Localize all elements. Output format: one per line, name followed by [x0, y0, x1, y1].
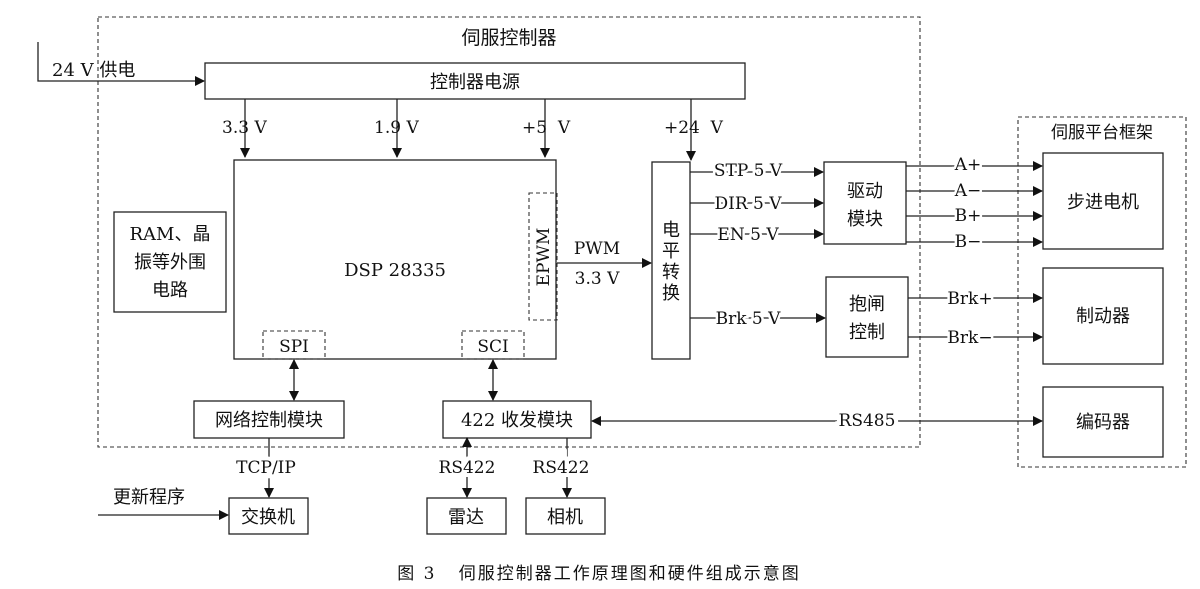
epwm-label: EPWM [534, 228, 554, 287]
spi-label: SPI [279, 337, 309, 357]
brake-label: 制动器 [1076, 306, 1130, 327]
dsp-label: DSP 28335 [344, 260, 446, 281]
radar-label: 雷达 [448, 507, 484, 528]
switch-box [228, 497, 309, 535]
servo-platform-title: 伺服平台框架 [1051, 123, 1153, 143]
drive-module-box [823, 161, 907, 245]
ram-peripheral-box [113, 211, 227, 313]
rs422-camera-label: RS422 [533, 458, 590, 478]
brk-plus-label: Brk+ [947, 289, 992, 309]
en-label: EN 5 V [717, 225, 779, 245]
switch-label: 交换机 [241, 507, 295, 528]
rail-1v9-label: 1.9 V [374, 118, 419, 138]
level-shifter-box [651, 161, 691, 360]
controller-power-box [204, 62, 746, 100]
drive-module-line1: 驱动 [847, 181, 883, 202]
phase-b-plus-label: B+ [955, 206, 982, 226]
rail-24v-label: +24 V [664, 118, 724, 138]
brake-control-line2: 控制 [849, 322, 885, 343]
phase-a-plus-label: A+ [954, 155, 982, 175]
dir-label: DIR 5 V [714, 194, 782, 214]
level-shifter-char-2: 平 [662, 241, 680, 262]
pwm-label: PWM [574, 239, 620, 259]
rs422-radar-label: RS422 [439, 458, 496, 478]
radar-box [426, 497, 507, 535]
stepper-motor-box [1042, 152, 1164, 250]
pwm-voltage-label: 3.3 V [575, 269, 620, 289]
ram-label-line3: 电路 [152, 280, 188, 301]
figure-caption: 图 3 伺服控制器工作原理图和硬件组成示意图 [397, 564, 800, 584]
camera-box [525, 497, 606, 535]
ram-label-line2: 振等外围 [134, 252, 206, 273]
level-shifter-char-1: 电 [662, 220, 680, 241]
stepper-motor-label: 步进电机 [1067, 192, 1139, 213]
camera-label: 相机 [547, 507, 583, 528]
level-shifter-char-3: 转 [662, 262, 680, 283]
phase-a-minus-label: A− [954, 181, 982, 201]
supply-24v-line [37, 42, 205, 86]
network-module-label: 网络控制模块 [215, 410, 323, 431]
encoder-label: 编码器 [1076, 412, 1130, 433]
dsp-box [233, 159, 557, 360]
brk-label: Brk 5 V [716, 309, 782, 329]
transceiver-module-label: 422 收发模块 [461, 410, 573, 431]
phase-b-minus-label: B− [955, 232, 982, 252]
sci-label: SCI [477, 337, 508, 357]
stp-label: STP 5 V [714, 161, 783, 181]
tcpip-label: TCP/IP [236, 458, 296, 478]
servo-controller-boundary [97, 16, 921, 448]
rail-3v3-label: 3.3 V [222, 118, 267, 138]
servo-controller-title: 伺服控制器 [461, 27, 556, 49]
update-program-label: 更新程序 [113, 487, 185, 508]
drive-module-line2: 模块 [847, 209, 883, 230]
brk-minus-label: Brk− [947, 328, 992, 348]
controller-power-label: 控制器电源 [430, 72, 520, 93]
supply-24v-label: 24 V 供电 [52, 60, 135, 81]
brake-control-line1: 抱闸 [849, 294, 885, 315]
brake-control-box [825, 276, 909, 358]
transceiver-module-box [442, 400, 592, 439]
encoder-box [1042, 386, 1164, 458]
servo-platform-boundary [1017, 116, 1187, 468]
rs485-label: RS485 [839, 411, 896, 431]
ram-label-line1: RAM、晶 [130, 224, 211, 245]
brake-box [1042, 267, 1164, 365]
epwm-box [528, 192, 558, 321]
rail-5v-label: +5 V [522, 118, 571, 138]
level-shifter-char-4: 换 [662, 283, 680, 304]
